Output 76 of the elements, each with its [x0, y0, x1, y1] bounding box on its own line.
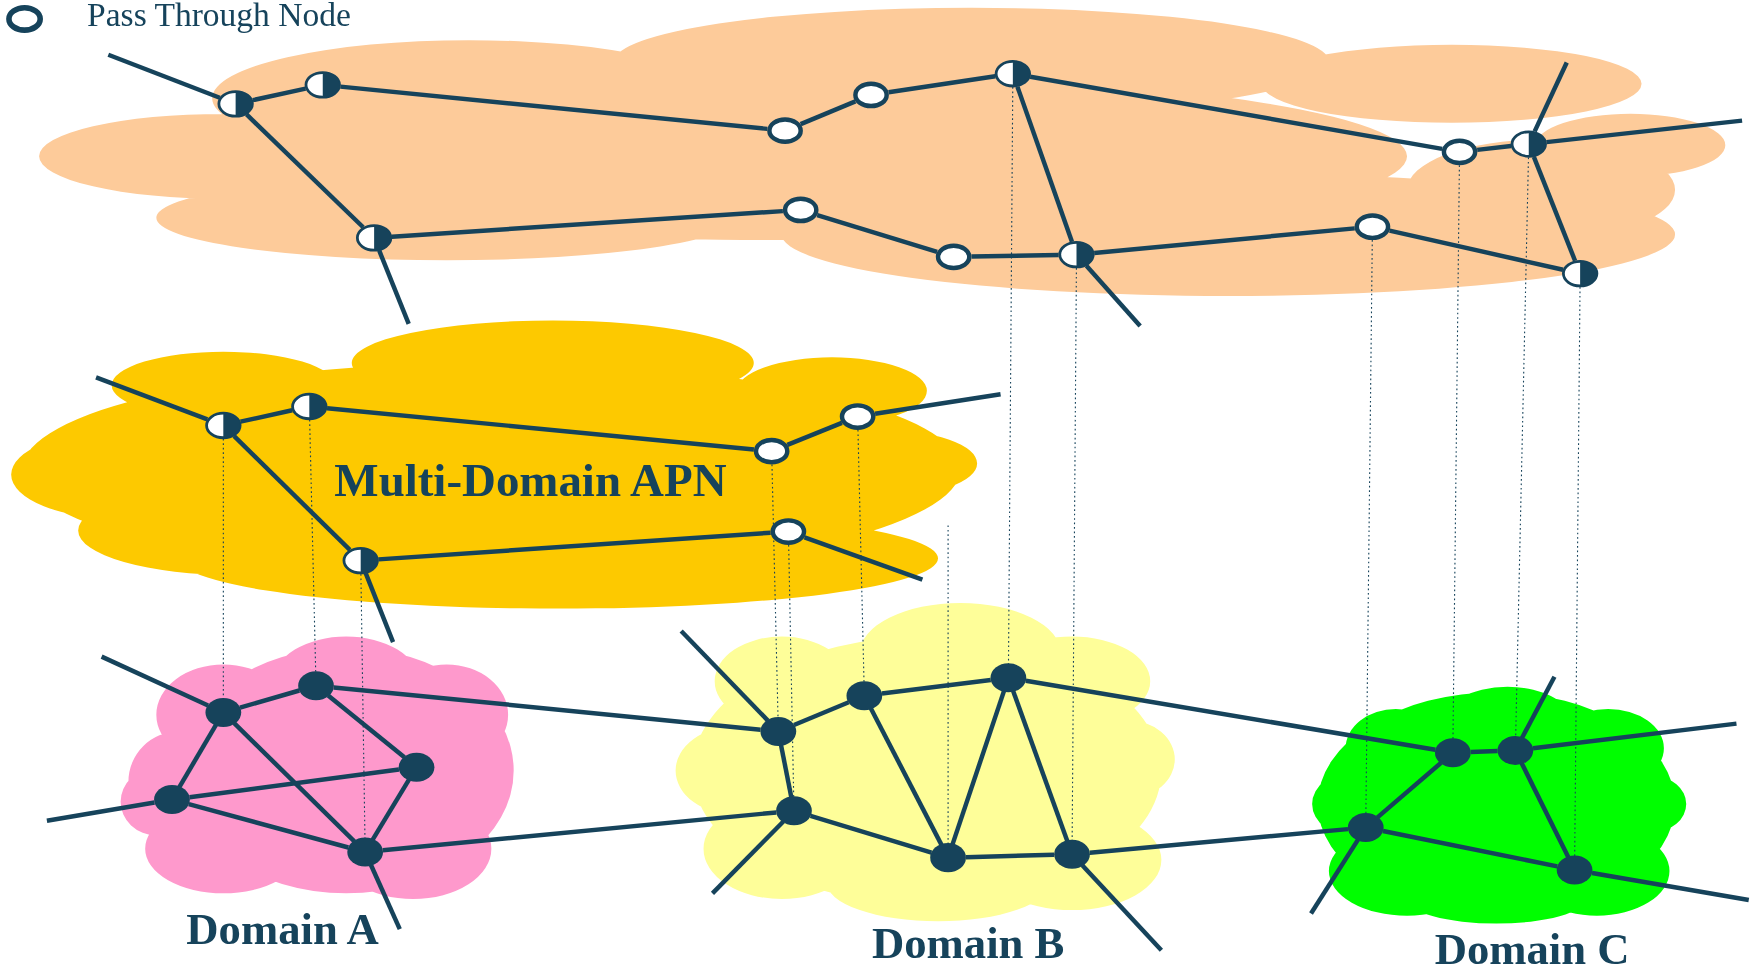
mapping-line: [1574, 286, 1581, 858]
link-line: [378, 530, 771, 562]
half-filled-node: [214, 87, 257, 121]
link-line: [786, 420, 843, 447]
link-line: [1531, 156, 1578, 262]
link-line: [1089, 826, 1349, 855]
link-line: [868, 707, 944, 847]
legend-label: Pass Through Node: [87, 0, 351, 33]
link-line: [391, 208, 784, 239]
link-line: [46, 800, 155, 823]
link-line: [1532, 721, 1737, 751]
domain-label: Domain A: [186, 906, 379, 952]
link-line: [239, 688, 300, 710]
link-line: [816, 212, 938, 254]
link-line: [803, 535, 924, 582]
link-line: [326, 405, 755, 452]
link-line: [232, 721, 356, 843]
link-line: [1015, 85, 1075, 243]
mapping-line: [1515, 156, 1530, 738]
link-line: [368, 863, 402, 930]
link-line: [363, 572, 396, 643]
link-line: [377, 249, 411, 325]
link-line: [1309, 838, 1360, 915]
link-line: [177, 723, 219, 789]
link-line: [1094, 226, 1355, 256]
domain-label: Domain B: [872, 921, 1065, 966]
link-line: [333, 685, 761, 732]
mapping-line: [1452, 164, 1460, 740]
link-line: [245, 112, 365, 229]
link-line: [1546, 118, 1743, 145]
link-line: [1389, 228, 1564, 272]
link-line: [679, 629, 770, 723]
link-line: [778, 744, 794, 798]
link-line: [1382, 828, 1558, 869]
link-line: [232, 434, 352, 552]
link-line: [189, 767, 400, 800]
link-line: [1470, 748, 1498, 755]
link-line: [107, 52, 221, 100]
link-line: [240, 408, 293, 424]
link-line: [1010, 690, 1070, 843]
link-line: [370, 778, 412, 841]
link-line: [1376, 761, 1443, 820]
link-line: [1532, 61, 1569, 133]
link-line: [1025, 678, 1436, 752]
link-line: [881, 677, 992, 696]
mapping-line: [857, 429, 865, 683]
domain-label: Domain C: [1434, 926, 1630, 971]
link-line: [888, 74, 996, 95]
link-line: [799, 99, 857, 127]
link-line: [382, 810, 777, 853]
link-line: [100, 654, 210, 708]
mapping-line: [360, 573, 366, 840]
link-line: [1520, 675, 1557, 740]
link-line: [188, 801, 349, 850]
link-line: [965, 852, 1055, 860]
link-line: [95, 375, 209, 422]
link-line: [1084, 264, 1142, 328]
mapping-line: [771, 464, 779, 719]
link-line: [1591, 870, 1750, 903]
link-line: [1519, 762, 1571, 859]
link-line: [710, 819, 785, 895]
link-line: [326, 693, 406, 760]
link-line: [1080, 863, 1163, 952]
link-line: [793, 700, 850, 727]
link-line: [809, 813, 933, 855]
link-line: [874, 392, 1001, 416]
cloud-label: Multi-Domain APN: [334, 456, 727, 504]
mapping-line: [309, 419, 317, 673]
link-line: [1029, 74, 1443, 152]
link-line: [950, 690, 1007, 846]
link-line: [252, 86, 307, 103]
link-line: [340, 84, 768, 132]
link-line: [1476, 143, 1512, 153]
mapping-line: [1365, 239, 1373, 815]
mapping-line: [788, 544, 795, 798]
link-line: [971, 252, 1059, 259]
